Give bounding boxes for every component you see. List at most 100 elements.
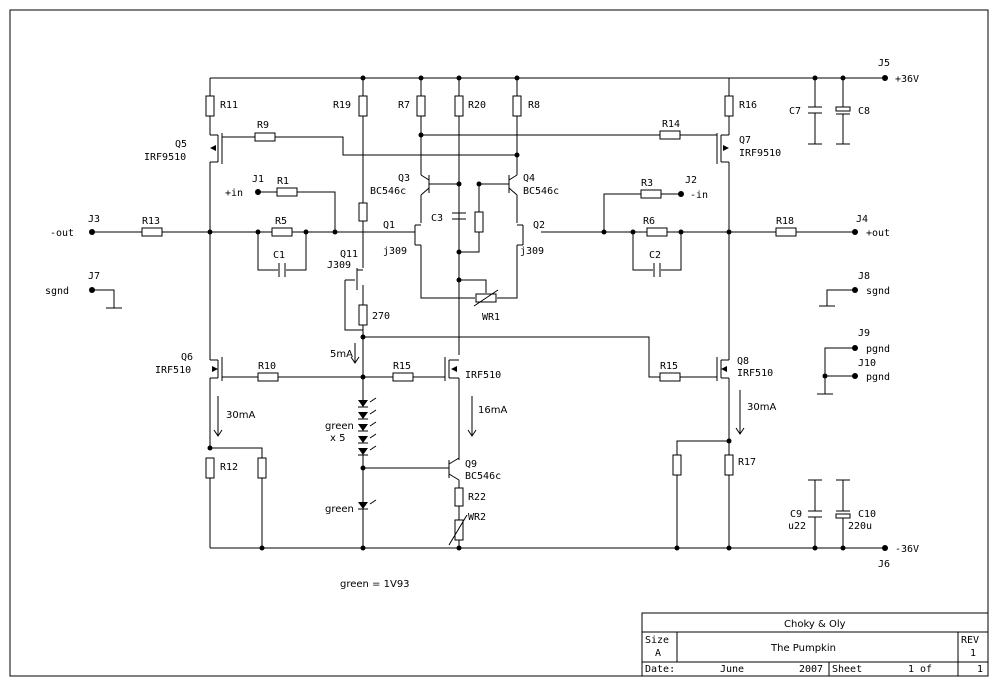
capacitor-c8: C8: [835, 78, 870, 145]
connector-j3-ref: J3: [88, 214, 100, 225]
resistor-r6-label: R6: [643, 216, 655, 227]
capacitor-c1: C1: [273, 250, 286, 277]
connector-j9-ref: J9: [858, 328, 870, 339]
resistor-r7-label: R7: [398, 100, 410, 111]
connector-j10-ref: J10: [858, 358, 876, 369]
q10-type: IRF510: [465, 370, 501, 381]
resistor-r18: R18: [775, 216, 797, 237]
mosfet-q6: Q6 IRF510: [155, 352, 258, 381]
capacitor-c9-value: u22: [788, 521, 806, 532]
trimmer-wr1-label: WR1: [482, 312, 500, 323]
connector-j9-label: pgnd: [866, 344, 890, 355]
trimmer-wr1[interactable]: WR1: [473, 289, 500, 323]
connector-j1-label: +in: [225, 188, 243, 199]
capacitor-c2-label: C2: [649, 250, 661, 261]
current-arrow-right: 30mA: [735, 390, 776, 435]
q4-type: BC546c: [523, 186, 559, 197]
connector-j9[interactable]: J9 pgnd: [852, 328, 890, 355]
capacitor-c7: C7: [789, 78, 822, 145]
connector-j2-label: -in: [690, 190, 708, 201]
connector-j2[interactable]: J2 -in: [678, 175, 708, 201]
resistor-r19-label: R19: [333, 100, 351, 111]
resistor-r15-left: R15: [392, 361, 414, 382]
title-block-size-value: A: [655, 648, 661, 659]
current-arrow-16ma: 16mA: [467, 396, 507, 437]
connector-j4[interactable]: J4 +out: [852, 214, 890, 239]
resistor-r10: R10: [257, 361, 279, 382]
capacitor-c7-label: C7: [789, 106, 801, 117]
green-led-note: green = 1V93: [340, 579, 410, 590]
connector-j3[interactable]: J3 -out: [50, 214, 100, 239]
resistor-r15-left-label: R15: [393, 361, 411, 372]
bjt-q9: Q9 BC546c: [448, 457, 501, 482]
resistor-r3-label: R3: [641, 178, 653, 189]
q7-type: IRF9510: [739, 148, 781, 159]
resistor-r20: R20: [454, 95, 486, 117]
capacitor-c9: C9 u22: [788, 479, 822, 548]
connector-j8[interactable]: J8 sgnd: [819, 271, 890, 307]
resistor-r8-label: R8: [528, 100, 540, 111]
current-16ma: 16mA: [478, 405, 507, 416]
capacitor-c3: C3: [431, 212, 466, 224]
connector-j7[interactable]: J7 sgnd: [45, 271, 122, 309]
resistor-r5-label: R5: [275, 216, 287, 227]
capacitor-c10-value: 220u: [848, 521, 872, 532]
resistor-r7: R7: [398, 95, 426, 117]
connector-j4-ref: J4: [856, 214, 868, 225]
connector-j1-ref: J1: [252, 174, 264, 185]
connector-j7-ref: J7: [88, 271, 100, 282]
resistor-r12-label: R12: [220, 462, 238, 473]
connector-j8-ref: J8: [858, 271, 870, 282]
resistor-r22-label: R22: [468, 492, 486, 503]
q3-ref: Q3: [398, 173, 410, 184]
title-block-company: Choky & Oly: [784, 619, 846, 630]
sheet-border: [9, 9, 989, 677]
current-5ma: 5mA: [330, 349, 353, 360]
title-block-date-month: June: [720, 664, 744, 675]
connector-j6[interactable]: -36V J6: [878, 544, 919, 570]
q5-type: IRF9510: [144, 152, 186, 163]
q8-type: IRF510: [737, 368, 773, 379]
resistor-r12: R12: [205, 457, 267, 479]
resistor-r13: R13: [141, 216, 163, 237]
connector-j10-label: pgnd: [866, 372, 890, 383]
q1-type: j309: [383, 246, 407, 257]
title-block-sheet-value: 1 of: [908, 664, 932, 675]
connector-j3-label: -out: [50, 228, 74, 239]
connector-j10[interactable]: J10 pgnd: [852, 358, 890, 383]
current-arrow-left: 30mA: [213, 396, 255, 437]
resistor-r14-label: R14: [662, 119, 680, 130]
q11-ref: Q11: [340, 249, 358, 260]
q2-type: j309: [520, 246, 544, 257]
led-string-count: x 5: [330, 433, 345, 444]
led-string-label: green: [325, 421, 354, 432]
title-block-rev-value: 1: [970, 648, 976, 659]
positive-rail: [210, 75, 885, 81]
q9-ref: Q9: [465, 459, 477, 470]
resistor-r5: R5: [271, 216, 293, 237]
capacitor-c2: C2: [649, 250, 661, 277]
title-block-rev-label: REV: [961, 635, 979, 646]
q6-ref: Q6: [181, 352, 193, 363]
capacitor-c8-label: C8: [858, 106, 870, 117]
resistor-r1: R1: [276, 176, 298, 197]
led-single: green: [325, 499, 377, 515]
q3-type: BC546c: [370, 186, 406, 197]
resistor-r6: R6: [643, 216, 668, 237]
connector-j6-ref: J6: [878, 559, 890, 570]
title-block-sheet-label: Sheet: [832, 664, 862, 675]
connector-j5-ref: J5: [878, 58, 890, 69]
title-block-size-label: Size: [645, 635, 669, 646]
current-30ma-right: 30mA: [747, 402, 776, 413]
resistor-r3: R3: [640, 178, 662, 199]
capacitor-c10: C10 220u: [835, 479, 876, 548]
connector-j5[interactable]: J5 +36V: [878, 58, 919, 85]
q6-type: IRF510: [155, 365, 191, 376]
trimmer-wr2[interactable]: WR2: [448, 512, 486, 546]
capacitor-c9-label: C9: [790, 509, 802, 520]
connector-j1[interactable]: J1 +in: [225, 174, 264, 199]
resistor-r16-label: R16: [739, 100, 757, 111]
resistor-270: 270: [358, 304, 390, 326]
title-block-title: The Pumpkin: [770, 643, 836, 654]
